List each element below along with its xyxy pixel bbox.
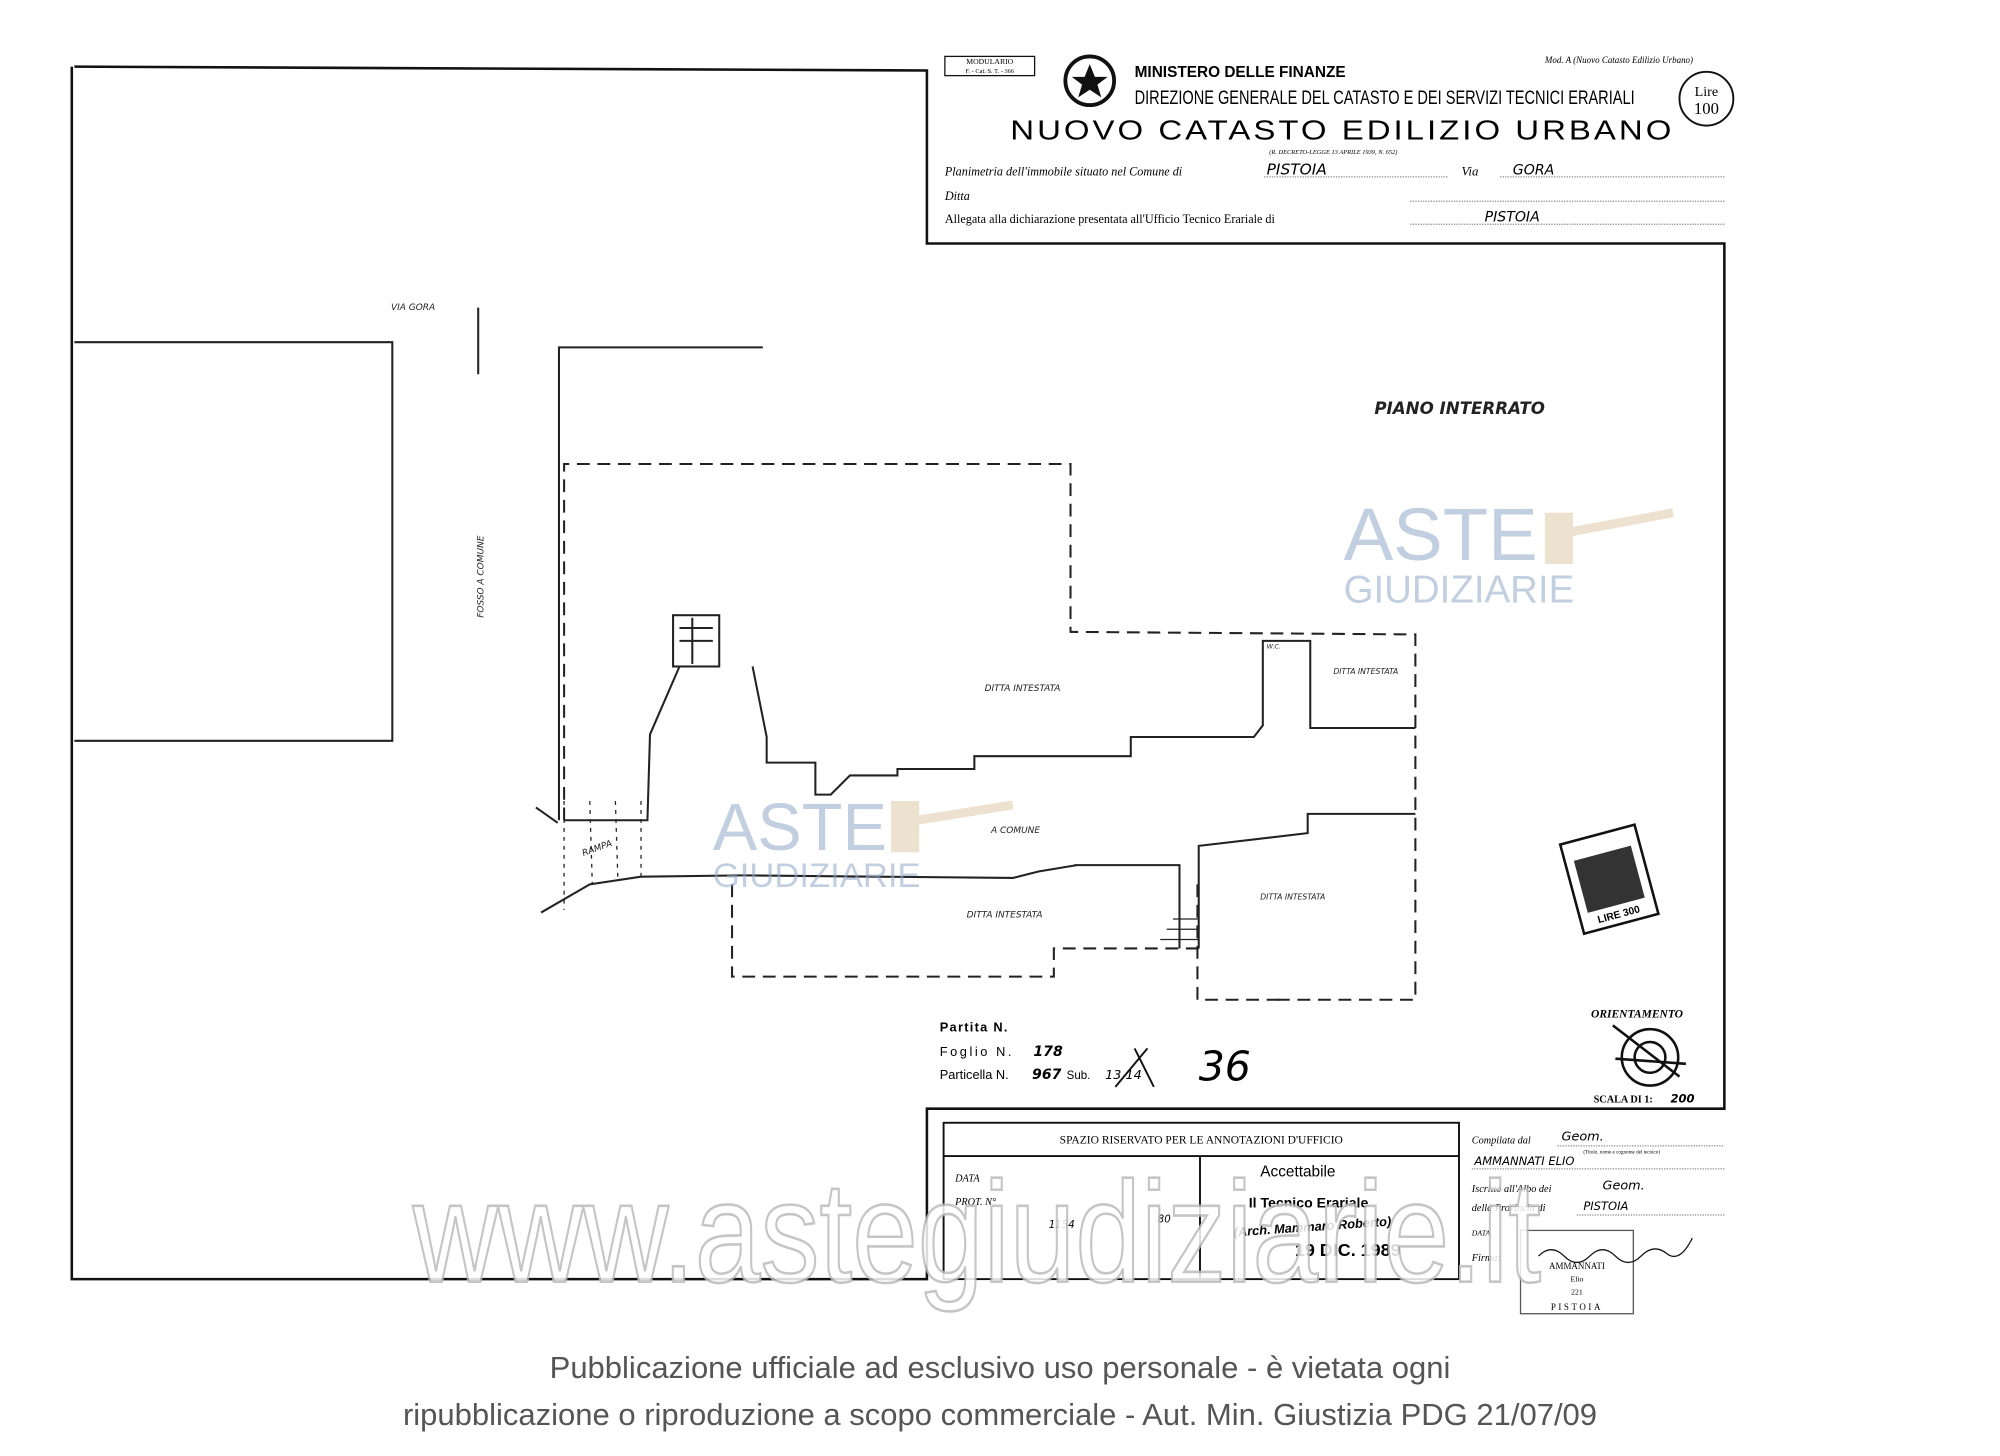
watermark-url: www.astegiudiziarie.it — [412, 1153, 1541, 1313]
street-label: VIA GORA — [391, 303, 435, 313]
compass-icon — [1612, 1024, 1686, 1087]
compilata-label: Compilata dal — [1472, 1135, 1531, 1146]
allegata-label: Allegata alla dichiarazione presentata a… — [945, 212, 1276, 226]
decree-label: (R. DECRETO-LEGGE 13 APRILE 1939, N. 652… — [1269, 149, 1397, 156]
orientation-block: ORIENTAMENTO SCALA DI 1: 200 — [1591, 1009, 1695, 1106]
room-label: DITTA INTESTATA — [985, 684, 1061, 694]
scale-label: SCALA DI 1: — [1594, 1094, 1653, 1105]
seal-first: Elio — [1571, 1275, 1584, 1284]
wc-label: W.C. — [1267, 643, 1281, 651]
seal-city: PISTOIA — [1551, 1302, 1603, 1312]
compiler-block: Compilata dal Geom. (Titolo, nome e cogn… — [1471, 1130, 1725, 1315]
planimetria-label: Planimetria dell'immobile situato nel Co… — [944, 165, 1183, 179]
modulario-label: MODULARIO — [966, 57, 1013, 66]
office-annotations: SPAZIO RISERVATO PER LE ANNOTAZIONI D'UF… — [942, 1121, 1460, 1281]
gavel-icon — [1544, 508, 1674, 564]
model-label: Mod. A (Nuovo Catasto Edilizio Urbano) — [1544, 55, 1693, 65]
provincia-label: della Provincia di — [1472, 1203, 1546, 1214]
revenue-stamp: LIRE 300 — [1558, 823, 1660, 936]
watermark-brand-bottom: GIUDIZIARIE — [1344, 568, 1575, 611]
footer-line-2: ripubblicazione o riproduzione a scopo c… — [402, 1397, 1598, 1432]
lire-stamp — [1678, 70, 1735, 127]
room-label: DITTA INTESTATA — [1260, 893, 1325, 902]
document-frame — [70, 65, 1726, 1281]
lire-label: Lire — [1695, 84, 1718, 100]
sub-label: Sub. — [1067, 1070, 1091, 1082]
particella-label: Particella N. — [940, 1067, 1009, 1082]
partita-label: Partita N. — [940, 1020, 1009, 1035]
prot-label: PROT. N° — [954, 1197, 996, 1208]
parcel-identifiers: Partita N. Foglio N. 178 Particella N. 9… — [940, 1020, 1251, 1091]
seal-num: 221 — [1571, 1288, 1583, 1297]
floor-label: PIANO INTERRATO — [1374, 399, 1545, 418]
prot-value: 1154 — [1049, 1219, 1075, 1231]
compiler-name: AMMANNATI ELIO — [1473, 1154, 1574, 1168]
watermark-logo: ASTE GIUDIZIARIE — [713, 791, 1014, 895]
particella-value: 967 — [1032, 1067, 1062, 1083]
watermark-brand-top: ASTE — [713, 791, 887, 865]
comune-value: PISTOIA — [1267, 160, 1327, 178]
prot-year: 80 — [1158, 1214, 1171, 1226]
albo-value: Geom. — [1603, 1178, 1645, 1193]
modulario-box — [944, 55, 1036, 77]
floor-plan — [74, 307, 1417, 1001]
stamp-tecnico: Il Tecnico Erariale — [1249, 1194, 1369, 1210]
signature — [1538, 1237, 1693, 1264]
iscritto-label: Iscritto all'Albo dei — [1471, 1184, 1552, 1195]
lire-value: 100 — [1694, 99, 1719, 118]
watermark-brand-top: ASTE — [1344, 493, 1538, 576]
plan-labels: VIA GORA FOSSO A COMUNE PIANO INTERRATO … — [391, 303, 1545, 921]
ditta-label: Ditta — [944, 189, 970, 203]
stamp-accettabile: Accettabile — [1260, 1164, 1335, 1181]
provincia-value: PISTOIA — [1583, 1199, 1628, 1213]
seal-name: AMMANNATI — [1549, 1261, 1605, 1271]
office-title: SPAZIO RISERVATO PER LE ANNOTAZIONI D'UF… — [1060, 1134, 1343, 1146]
neighbor-building — [74, 341, 394, 742]
room-label: DITTA INTESTATA — [1333, 667, 1398, 676]
ufficio-value: PISTOIA — [1485, 210, 1540, 226]
document-title: NUOVO CATASTO EDILIZIO URBANO — [1010, 114, 1674, 146]
gavel-icon — [891, 800, 1014, 853]
via-label: Via — [1462, 165, 1479, 179]
compiler-title: Geom. — [1562, 1130, 1604, 1145]
staircase — [672, 614, 721, 668]
dashed-boundary — [563, 462, 1417, 1001]
stamp-date: 19 DIC. 1989 — [1295, 1240, 1401, 1260]
building-wall — [557, 346, 763, 821]
modulario-code: F. - Cat. S. T. - 366 — [965, 68, 1014, 75]
watermark-logo: ASTE GIUDIZIARIE — [1344, 493, 1674, 611]
office-data-label: DATA — [954, 1174, 980, 1185]
firma-label: Firma: — [1471, 1253, 1501, 1264]
orientation-label: ORIENTAMENTO — [1591, 1009, 1683, 1021]
common-area-label: A COMUNE — [990, 826, 1040, 836]
via-value: GORA — [1513, 162, 1554, 178]
ramp-label: RAMPA — [581, 839, 614, 859]
foglio-value: 178 — [1033, 1044, 1063, 1060]
watermark-brand-bottom: GIUDIZIARIE — [713, 857, 921, 895]
professional-seal — [1519, 1229, 1634, 1315]
foglio-label: Foglio N. — [940, 1044, 1014, 1059]
state-emblem-icon — [1063, 54, 1117, 108]
sub-old-value: 13 14 — [1105, 1068, 1142, 1083]
form-header: MODULARIO F. - Cat. S. T. - 366 Mod. A (… — [944, 54, 1735, 226]
ditch-label: FOSSO A COMUNE — [476, 535, 486, 618]
room-label: DITTA INTESTATA — [967, 911, 1043, 921]
scale-value: 200 — [1671, 1091, 1695, 1105]
compiler-hint: (Titolo, nome e cognome del tecnico) — [1583, 1149, 1660, 1156]
ministry-label: MINISTERO DELLE FINANZE — [1135, 64, 1346, 81]
sub-new-value: 36 — [1199, 1042, 1251, 1090]
compiler-data-label: DATA — [1471, 1229, 1491, 1238]
footer-line-1: Pubblicazione ufficiale ad esclusivo uso… — [549, 1350, 1451, 1385]
direction-label: DIREZIONE GENERALE DEL CATASTO E DEI SER… — [1135, 88, 1635, 109]
